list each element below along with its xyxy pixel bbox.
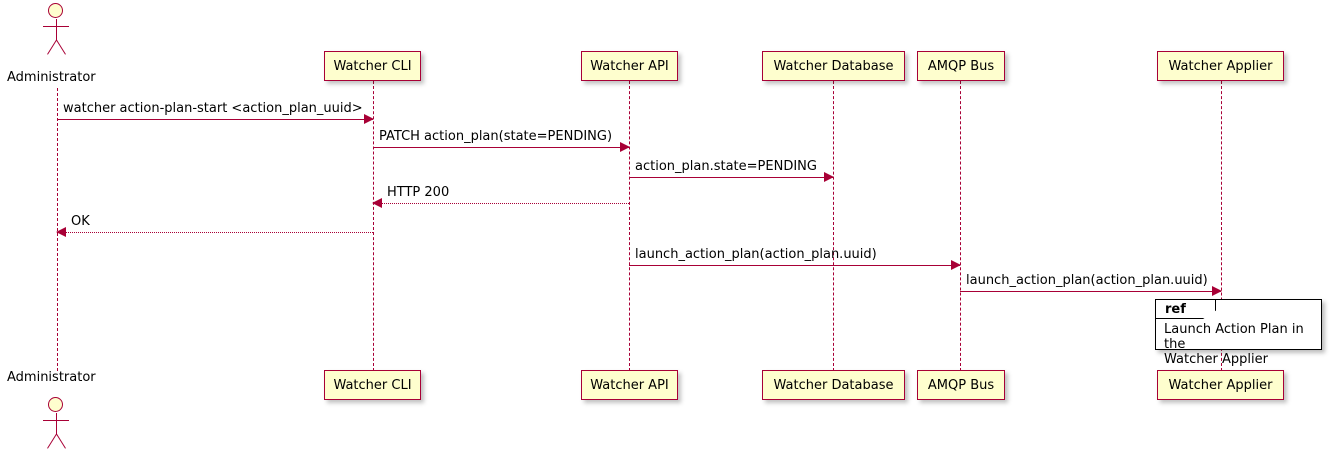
participant-watcher-database-bottom[interactable]: Watcher Database [762,370,905,400]
ref-fragment-operator-tab: ref [1156,300,1216,319]
arrowhead-right-icon [1212,286,1222,296]
actor-administrator-top [37,3,77,57]
message-line [960,291,1221,292]
participant-watcher-cli-top[interactable]: Watcher CLI [324,51,421,81]
ref-fragment: ref Launch Action Plan in the Watcher Ap… [1155,299,1322,367]
message-label: launch_action_plan(action_plan.uuid) [966,273,1208,288]
message-label: PATCH action_plan(state=PENDING) [379,129,613,144]
actor-body-icon [55,413,57,435]
participant-watcher-api-top[interactable]: Watcher API [581,51,678,81]
participant-label-watcher-applier-bottom: Watcher Applier [1168,377,1273,393]
message-line [373,203,629,204]
message-line [57,232,373,233]
participant-amqp-bus-top[interactable]: AMQP Bus [917,51,1005,81]
actor-arms-icon [43,420,69,421]
arrowhead-right-icon [620,142,630,152]
participant-label-amqp-bus-top: AMQP Bus [927,58,995,74]
message-label: watcher action-plan-start <action_plan_u… [63,101,363,116]
participant-label-amqp-bus-bottom: AMQP Bus [927,377,995,393]
participant-watcher-applier-top[interactable]: Watcher Applier [1157,51,1284,81]
participant-label-watcher-applier-top: Watcher Applier [1168,58,1273,74]
arrowhead-right-icon [824,172,834,182]
message-line [629,177,833,178]
participant-label-administrator-top: Administrator [7,70,96,85]
message-label: action_plan.state=PENDING [635,159,817,174]
participant-label-watcher-cli-bottom: Watcher CLI [333,377,412,393]
actor-administrator-bottom [37,397,77,451]
ref-fragment-text: Launch Action Plan in the Watcher Applie… [1164,322,1304,367]
lifeline-amqp-bus [960,81,961,371]
participant-label-watcher-api-top: Watcher API [590,58,669,74]
arrowhead-left-icon [56,227,66,237]
participant-watcher-database-top[interactable]: Watcher Database [762,51,905,81]
actor-head-icon [48,3,63,18]
message-line [373,147,629,148]
lifeline-watcher-api [629,81,630,371]
actor-leg-left-icon [47,433,57,449]
actor-leg-right-icon [56,433,66,449]
actor-leg-right-icon [56,39,66,55]
message-label: OK [71,214,90,229]
participant-label-watcher-database-bottom: Watcher Database [773,377,894,393]
message-label: HTTP 200 [387,185,450,200]
message-line [57,119,373,120]
arrowhead-left-icon [372,198,382,208]
message-line [629,265,960,266]
ref-fragment-operator-label: ref [1165,301,1186,317]
participant-label-watcher-database-top: Watcher Database [773,58,894,74]
actor-head-icon [48,397,63,412]
participant-watcher-cli-bottom[interactable]: Watcher CLI [324,370,421,400]
message-label: launch_action_plan(action_plan.uuid) [635,247,877,262]
arrowhead-right-icon [364,114,374,124]
actor-arms-icon [43,26,69,27]
arrowhead-right-icon [951,260,961,270]
lifeline-watcher-database [833,81,834,371]
lifeline-watcher-applier [1221,81,1222,371]
actor-body-icon [55,19,57,41]
participant-amqp-bus-bottom[interactable]: AMQP Bus [917,370,1005,400]
participant-label-administrator-bottom: Administrator [7,370,96,385]
participant-watcher-applier-bottom[interactable]: Watcher Applier [1157,370,1284,400]
lifeline-watcher-cli [373,81,374,371]
participant-watcher-api-bottom[interactable]: Watcher API [581,370,678,400]
actor-leg-left-icon [47,39,57,55]
participant-label-watcher-api-bottom: Watcher API [590,377,669,393]
participant-label-watcher-cli-top: Watcher CLI [333,58,412,74]
